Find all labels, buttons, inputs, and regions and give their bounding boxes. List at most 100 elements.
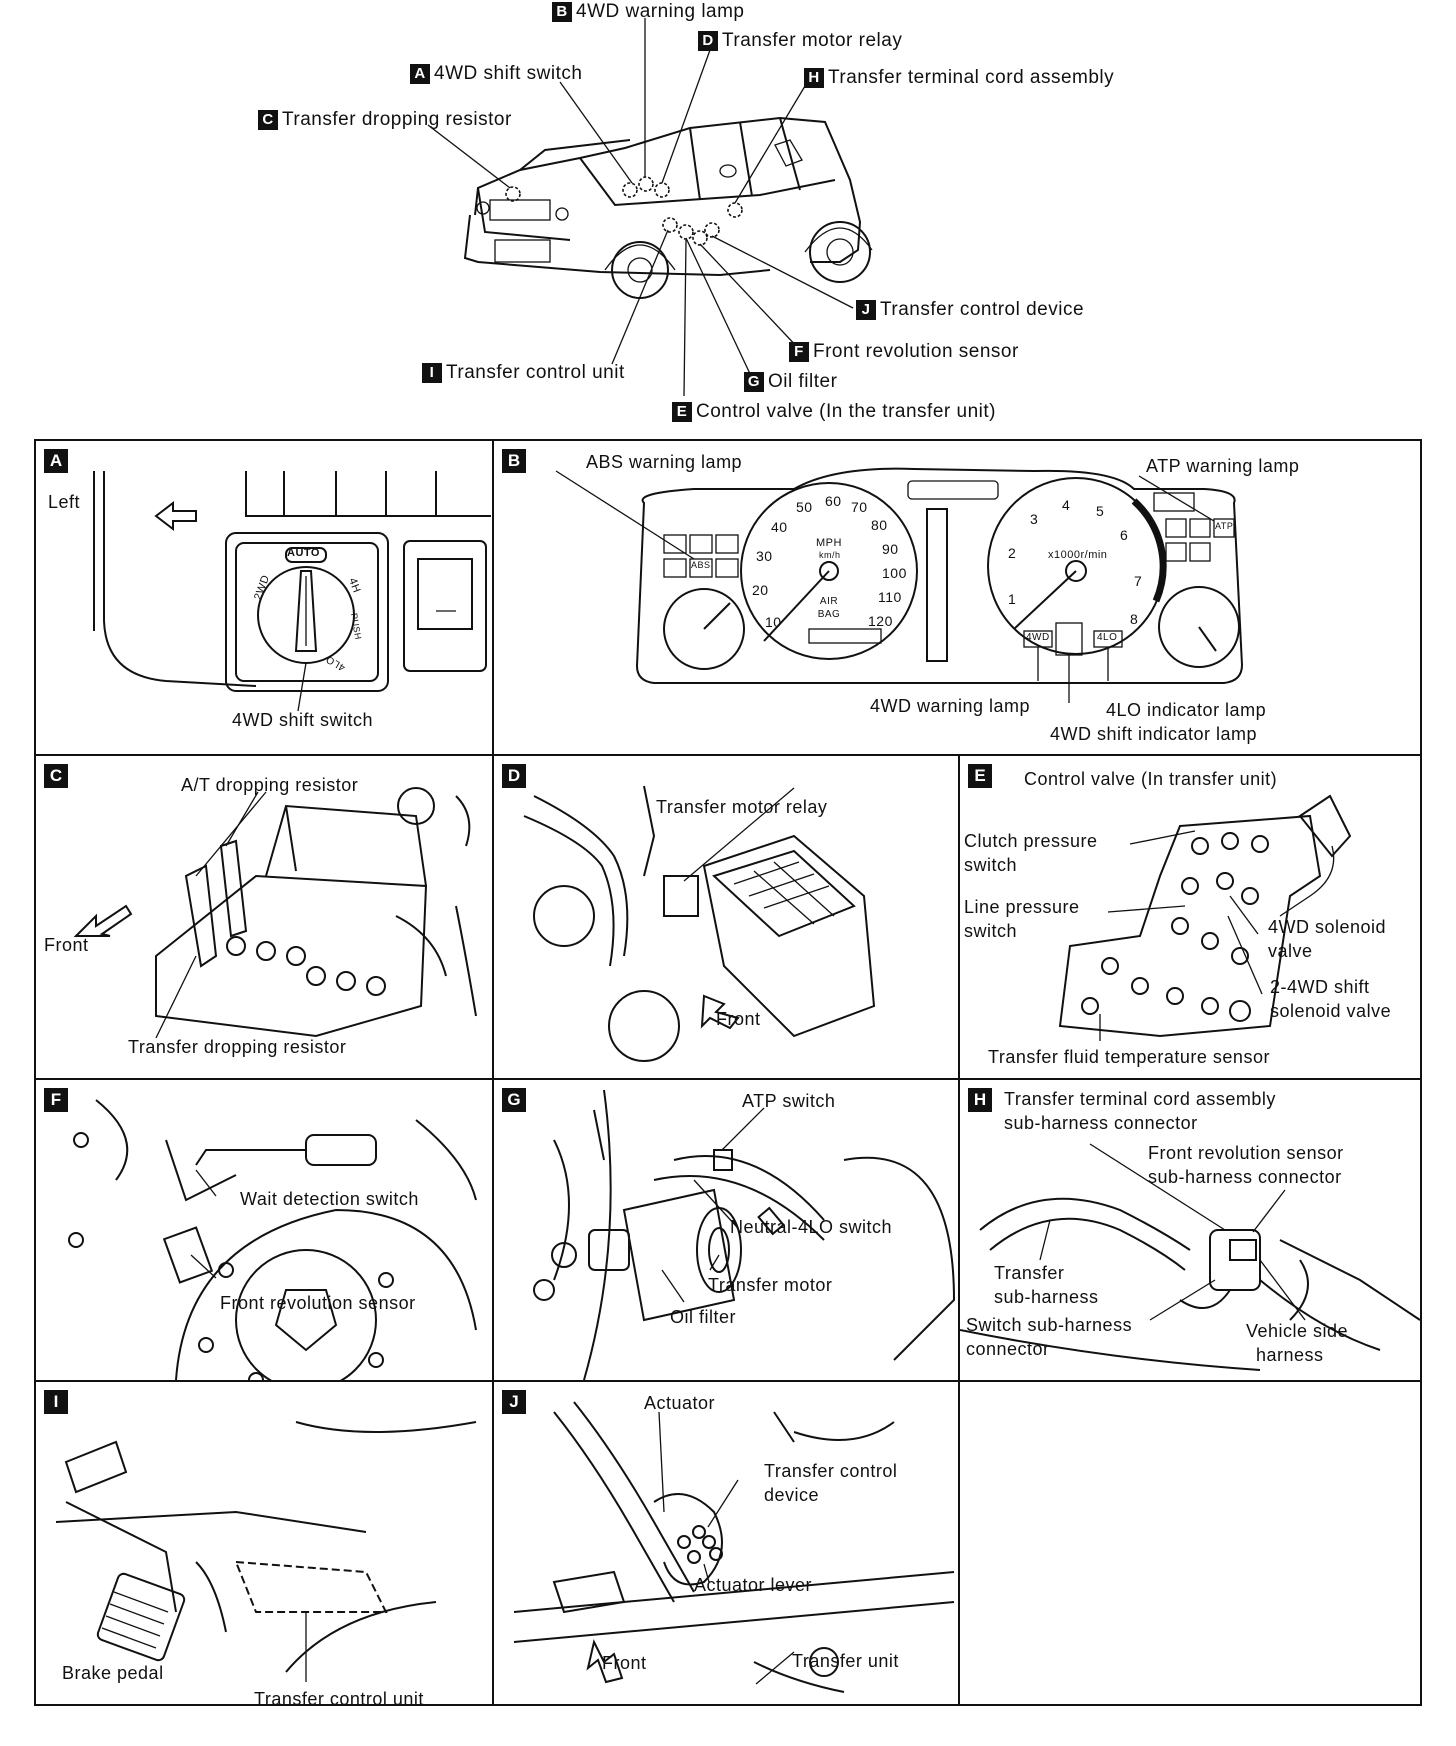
panel-g-motor-label: Transfer motor — [708, 1275, 833, 1295]
panel-e-temp-sensor-label: Transfer fluid temperature sensor — [988, 1047, 1270, 1067]
panel-b-mph-label: MPH — [816, 537, 842, 549]
panel-d-illustration — [523, 785, 876, 1062]
rpm-tick: 5 — [1096, 503, 1105, 519]
callout-d-label: Transfer motor relay — [722, 30, 903, 51]
rpm-tick: 2 — [1008, 545, 1017, 561]
panel-c-at-resistor-label: A/T dropping resistor — [181, 775, 359, 795]
speed-tick: 90 — [882, 541, 899, 557]
callout-g-label: Oil filter — [768, 371, 838, 392]
panel-h-frs-label-2: sub-harness connector — [1148, 1167, 1342, 1187]
panel-h-illustration — [960, 1143, 1420, 1371]
rpm-tick: 7 — [1134, 573, 1143, 589]
panel-h-transfer-sub-label-2: sub-harness — [994, 1287, 1099, 1307]
panel-e-line-label: Line pressure — [964, 897, 1080, 917]
panel-e-title: Control valve (In transfer unit) — [1024, 769, 1278, 789]
panel-b-kmh-label: km/h — [819, 550, 841, 560]
vehicle-illustration — [427, 18, 873, 397]
panel-j-transfer-unit-label: Transfer unit — [792, 1651, 899, 1671]
panel-h-key: H — [968, 1088, 992, 1112]
callout-a-label: 4WD shift switch — [434, 63, 583, 84]
panel-a: A Left AUTO 2WD 4H PUSH 4LO 4WD shift sw… — [34, 439, 494, 756]
panel-i-brake-pedal-label: Brake pedal — [62, 1663, 164, 1683]
panel-b-4wd-lamp-label: 4WD warning lamp — [870, 696, 1031, 716]
panel-a-illustration — [93, 471, 491, 712]
panel-h-vehicle-harness-label-2: harness — [1256, 1345, 1324, 1365]
callout-d-key: D — [698, 31, 718, 51]
callout-c-label: Transfer dropping resistor — [282, 109, 512, 130]
panel-b-abs-lamp-label: ABS warning lamp — [586, 452, 743, 472]
panel-h-switch-sub-label: Switch sub-harness — [966, 1315, 1133, 1335]
speed-tick: 110 — [878, 589, 902, 605]
panel-a-switch-label: 4WD shift switch — [232, 710, 374, 730]
panel-h: H Transfer terminal cord assembly sub-ha… — [958, 1078, 1422, 1382]
panel-h-transfer-sub-label: Transfer — [994, 1263, 1065, 1283]
panel-d-front-label: Front — [716, 1009, 761, 1029]
panel-j: J Actuator Transfer control device Actua… — [492, 1380, 960, 1706]
panel-b-4lo-lamp-label: 4LO indicator lamp — [1106, 700, 1267, 720]
panel-e-illustration — [1058, 794, 1352, 1041]
panel-a-key: A — [44, 449, 68, 473]
panel-e-line-label-2: switch — [964, 921, 1018, 941]
panel-d: D Transfer motor relay Front — [492, 754, 960, 1080]
panel-f: F Wait detection switch Front revolution… — [34, 1078, 494, 1382]
panel-c-key: C — [44, 764, 68, 788]
rpm-tick: 1 — [1008, 591, 1017, 607]
panel-empty — [958, 1380, 1422, 1706]
callout-e-label: Control valve (In the transfer unit) — [696, 401, 996, 422]
callout-i-label: Transfer control unit — [446, 362, 625, 383]
panel-f-wait-switch-label: Wait detection switch — [240, 1189, 419, 1209]
panel-e-4wd-solenoid-label: 4WD solenoid — [1268, 917, 1387, 937]
panel-g: G ATP switch Neutral-4LO switch Transfer… — [492, 1078, 960, 1382]
callout-f-key: F — [789, 342, 809, 362]
callout-e-key: E — [672, 402, 692, 422]
panel-h-cord-label-2: sub-harness connector — [1004, 1113, 1198, 1133]
callout-f-label: Front revolution sensor — [813, 341, 1019, 362]
speed-tick: 70 — [851, 499, 868, 515]
panel-b-key: B — [502, 449, 526, 473]
panel-i-illustration — [55, 1421, 477, 1682]
panel-b-4wd-indicator: 4WD — [1026, 632, 1050, 643]
panel-g-atp-switch-label: ATP switch — [742, 1091, 836, 1111]
panel-d-key: D — [502, 764, 526, 788]
panel-f-sensor-label: Front revolution sensor — [220, 1293, 416, 1313]
panel-h-cord-label: Transfer terminal cord assembly — [1004, 1089, 1276, 1109]
speed-tick: 60 — [825, 493, 842, 509]
speed-tick: 20 — [752, 582, 769, 598]
callout-a-key: A — [410, 64, 430, 84]
panel-c: C A/T dropping resistor Front Transfer d… — [34, 754, 494, 1080]
callout-c-key: C — [258, 110, 278, 130]
callout-g-key: G — [744, 372, 764, 392]
panel-b-atp-indicator: ATP — [1215, 521, 1234, 531]
panel-e: E Control valve (In transfer unit) Clutc… — [958, 754, 1422, 1080]
panel-h-vehicle-harness-label: Vehicle side — [1246, 1321, 1349, 1341]
speed-tick: 100 — [882, 565, 907, 581]
panel-j-front-label: Front — [602, 1653, 647, 1673]
speed-tick: 40 — [771, 519, 788, 535]
rpm-tick: 4 — [1062, 497, 1071, 513]
panel-j-actuator-label: Actuator — [644, 1393, 716, 1413]
panel-f-illustration — [68, 1099, 477, 1380]
panel-g-illustration — [533, 1089, 956, 1380]
panel-f-key: F — [44, 1088, 68, 1112]
panel-b-atp-lamp-label: ATP warning lamp — [1146, 456, 1300, 476]
panel-b-abs-indicator: ABS — [691, 560, 711, 570]
callout-b-key: B — [552, 2, 572, 22]
panel-b-airbag-label: AIR BAG — [817, 596, 841, 620]
rpm-tick: 3 — [1030, 511, 1039, 527]
panel-e-2-4wd-solenoid-label: 2-4WD shift — [1270, 977, 1370, 997]
panel-j-tcd-label: Transfer control — [764, 1461, 898, 1481]
panel-b-shift-lamp-label: 4WD shift indicator lamp — [1050, 724, 1258, 744]
panel-h-switch-sub-label-2: connector — [966, 1339, 1050, 1359]
panel-e-key: E — [968, 764, 992, 788]
speed-tick: 10 — [765, 614, 782, 630]
panel-h-frs-label: Front revolution sensor — [1148, 1143, 1344, 1163]
panel-b: B — [492, 439, 1422, 756]
panel-j-tcd-label-2: device — [764, 1485, 820, 1505]
